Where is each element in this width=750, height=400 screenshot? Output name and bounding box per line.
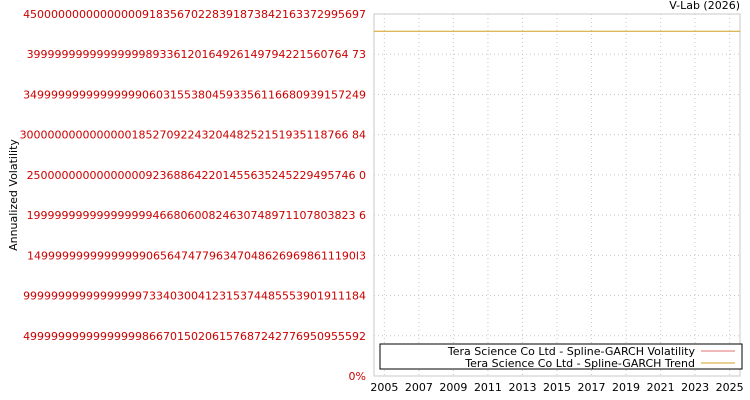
y-tick-label: 1499999999999999906564747796347048626969… [27, 249, 366, 262]
y-tick-label: 0% [349, 370, 366, 383]
x-tick-label: 2019 [612, 381, 640, 394]
x-tick-label: 2015 [543, 381, 571, 394]
x-tick-label: 2025 [716, 381, 744, 394]
x-tick-label: 2013 [508, 381, 536, 394]
legend-label-volatility: Tera Science Co Ltd - Spline-GARCH Volat… [447, 345, 696, 358]
legend-box [379, 343, 743, 370]
x-tick-label: 2009 [439, 381, 467, 394]
legend-label-trend: Tera Science Co Ltd - Spline-GARCH Trend [464, 357, 695, 370]
y-tick-label: 4500000000000000091835670228391873842163… [23, 8, 366, 21]
y-axis-ticks: 0% 49999999999999999866701502061576872427… [20, 8, 366, 383]
grid-layer [374, 13, 740, 376]
y-tick-label: 3000000000000000185270922432044825215193… [20, 129, 366, 142]
x-tick-label: 2011 [474, 381, 502, 394]
legend: Tera Science Co Ltd - Spline-GARCH Volat… [379, 343, 743, 370]
y-tick-label: 3999999999999999989336120164926149794221… [27, 48, 366, 61]
x-tick-label: 2005 [370, 381, 398, 394]
y-tick-label: 9999999999999999973340300412315374485553… [23, 290, 366, 303]
y-tick-label: 1999999999999999994668060082463074897110… [27, 209, 366, 222]
x-tick-label: 2017 [578, 381, 606, 394]
y-tick-label: 2500000000000000092368864220145563524522… [27, 169, 366, 182]
y-tick-label: 4999999999999999986670150206157687242776… [23, 330, 366, 343]
y-axis-label: Annualized Volatility [7, 139, 20, 251]
x-tick-label: 2021 [647, 381, 675, 394]
y-tick-label: 3499999999999999906031553804593356116680… [23, 88, 366, 101]
x-tick-label: 2023 [681, 381, 709, 394]
x-tick-label: 2007 [405, 381, 433, 394]
chart-credit: V-Lab (2026) [669, 0, 740, 12]
x-axis-ticks: 2005 2007 2009 2011 2013 2015 2017 2019 2021 2023… [370, 381, 743, 394]
